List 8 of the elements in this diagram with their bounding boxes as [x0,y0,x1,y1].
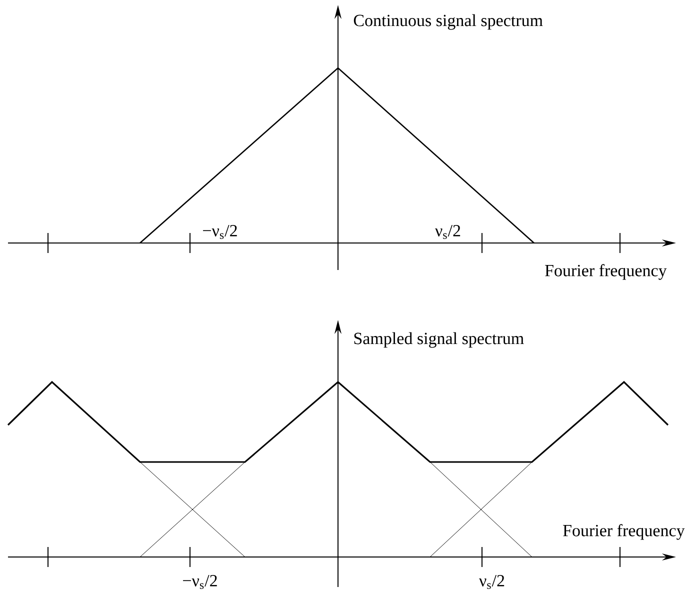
tick-label: ν$_{s}$/2 [479,575,504,589]
tick-label: ν$_{s}$/2 [435,225,460,239]
axis-label: Fourier frequency [545,264,667,280]
tick-label: −ν$_{s}$/2 [183,575,217,589]
plot-title: Continuous signal spectrum [354,14,543,30]
tick-label: −ν$_{s}$/2 [203,225,237,239]
plot-title: Sampled signal spectrum [354,332,524,348]
axis-label: Fourier frequency [563,524,685,540]
